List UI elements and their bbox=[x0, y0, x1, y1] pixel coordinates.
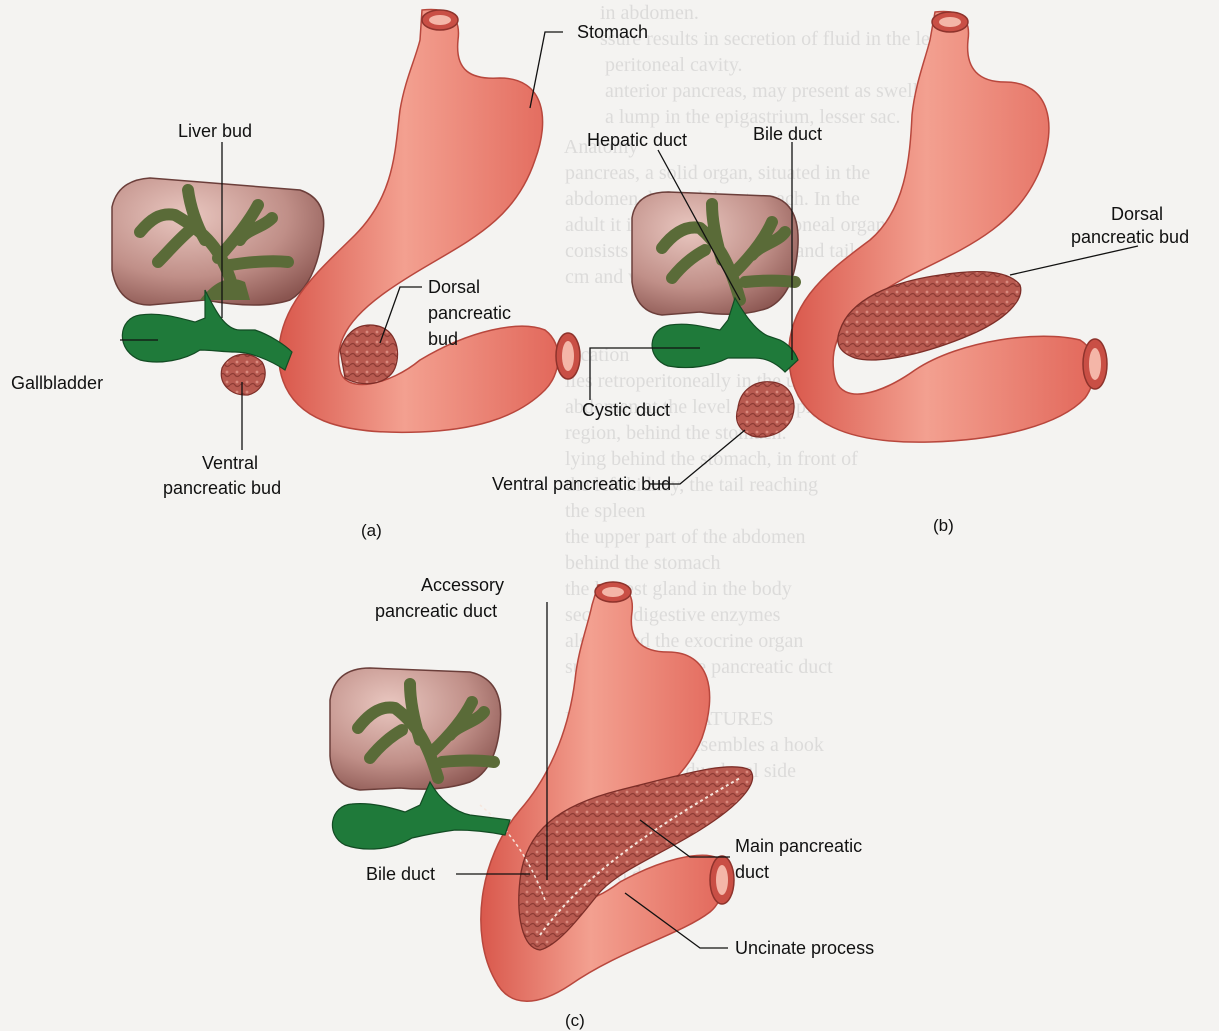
label-hepatic-duct: Hepatic duct bbox=[587, 130, 687, 150]
panel-label-c: (c) bbox=[565, 1011, 585, 1030]
ventral-bud-a bbox=[221, 354, 265, 395]
label-stomach: Stomach bbox=[577, 22, 648, 42]
stomach-b bbox=[789, 11, 1107, 442]
label-dorsal-bud-b-1: Dorsal bbox=[1111, 204, 1163, 224]
ventral-bud-b bbox=[737, 382, 794, 437]
label-dorsal-bud-a-1: Dorsal bbox=[428, 277, 480, 297]
label-dorsal-bud-a-3: bud bbox=[428, 329, 458, 349]
label-dorsal-bud-b-2: pancreatic bud bbox=[1071, 227, 1189, 247]
label-main-duct-2: duct bbox=[735, 862, 769, 882]
label-accessory-duct-1: Accessory bbox=[421, 575, 504, 595]
label-accessory-duct-2: pancreatic duct bbox=[375, 601, 497, 621]
label-ventral-bud-a-1: Ventral bbox=[202, 453, 258, 473]
label-ventral-bud-b: Ventral pancreatic bud bbox=[492, 474, 671, 494]
dorsal-bud-a bbox=[340, 325, 398, 384]
leader-dorsal-bud-b bbox=[1010, 246, 1138, 275]
label-bile-duct-b: Bile duct bbox=[753, 124, 822, 144]
liver-c bbox=[330, 668, 501, 790]
liver-a bbox=[112, 178, 324, 305]
label-uncinate-process: Uncinate process bbox=[735, 938, 874, 958]
label-main-duct-1: Main pancreatic bbox=[735, 836, 862, 856]
panel-b: Hepatic duct Bile duct Dorsal pancreatic… bbox=[492, 11, 1189, 535]
label-cystic-duct: Cystic duct bbox=[582, 400, 670, 420]
label-liver-bud: Liver bud bbox=[178, 121, 252, 141]
panel-c: Accessory pancreatic duct Main pancreati… bbox=[330, 575, 874, 1030]
label-gallbladder: Gallbladder bbox=[11, 373, 103, 393]
label-ventral-bud-a-2: pancreatic bud bbox=[163, 478, 281, 498]
panel-label-b: (b) bbox=[933, 516, 954, 535]
panel-label-a: (a) bbox=[361, 521, 382, 540]
panel-a: Stomach Liver bud Dorsal pancreatic bud … bbox=[11, 9, 648, 540]
label-dorsal-bud-a-2: pancreatic bbox=[428, 303, 511, 323]
hepatic-diverticulum-c bbox=[332, 782, 510, 849]
label-bile-duct-c: Bile duct bbox=[366, 864, 435, 884]
